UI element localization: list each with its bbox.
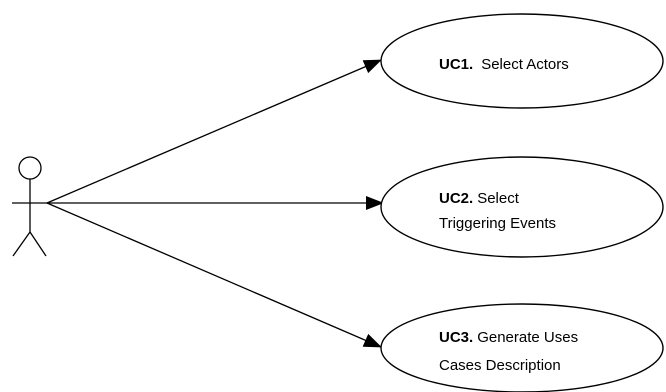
actor-figure [12,156,48,257]
use-case-1-id: UC1. [439,56,473,73]
use-case-2-title-line-2: Triggering Events [439,215,556,232]
actor-right-leg [29,231,47,257]
use-case-2: UC2.Select Triggering Events [380,156,664,258]
use-case-1-ellipse [380,13,664,109]
use-case-1-label: UC1. Select Actors [439,56,569,73]
use-case-3-title-line-1: Generate Uses [477,329,578,346]
use-case-2-line-1: UC2.Select [439,190,520,207]
actor-head [18,156,42,180]
arrow-to-uc3 [46,202,382,348]
use-case-1: UC1. Select Actors [380,13,664,109]
use-case-2-id: UC2. [439,190,473,207]
actor-left-leg [12,231,31,257]
use-case-3-line-1: UC3.Generate Uses [439,329,578,346]
use-case-3: UC3.Generate Uses Cases Description [380,303,664,392]
use-case-1-title: Select Actors [481,56,569,73]
association-arrows [46,59,384,348]
use-case-3-ellipse [380,303,664,392]
use-case-3-id: UC3. [439,329,473,346]
use-case-3-title-line-2: Cases Description [439,357,561,374]
use-case-2-ellipse [380,156,664,258]
arrow-to-uc1 [46,59,382,204]
use-case-2-title-line-1: Select [477,190,520,207]
